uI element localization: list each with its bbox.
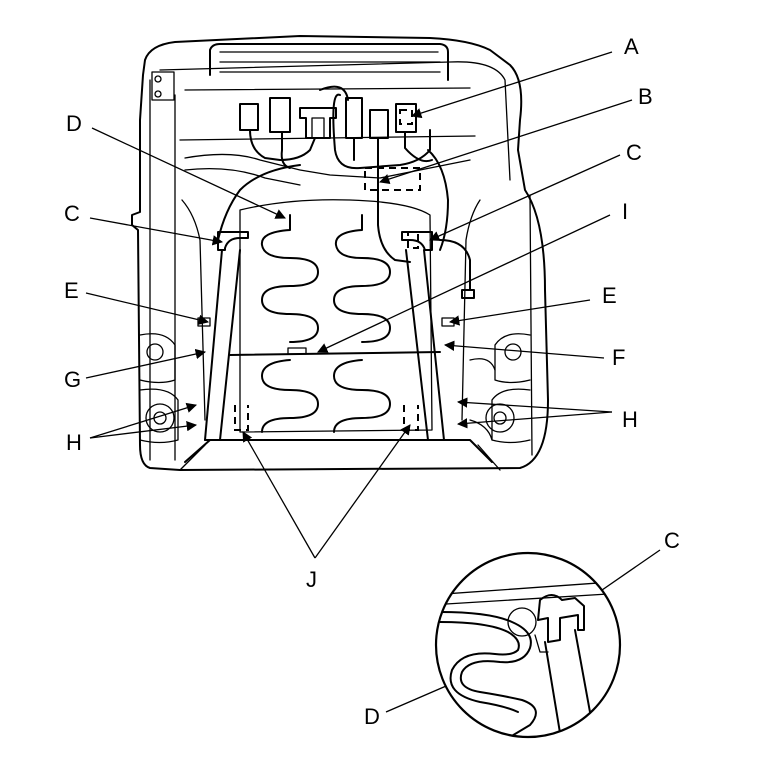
callout-h-left: H (66, 430, 82, 455)
callout-h-right: H (622, 407, 638, 432)
callout-c-top-right: C (626, 140, 642, 165)
seat-frame (131, 35, 549, 471)
spring-zigzag-right (333, 214, 391, 433)
callout-d-detail: D (364, 704, 380, 729)
crossbar-mid (229, 351, 441, 356)
callout-b: B (638, 84, 653, 109)
leader-lines (85, 51, 661, 713)
callout-e-right: E (602, 283, 617, 308)
left-strap (197, 231, 249, 441)
callout-c-detail: C (664, 528, 680, 553)
crossbar-clip (287, 347, 307, 355)
callout-a: A (624, 34, 639, 59)
right-strap (401, 231, 455, 441)
callout-labels: A B C D C I E E G F H H J C D (64, 34, 680, 729)
callout-c-left: C (64, 201, 80, 226)
callout-j: J (306, 567, 317, 592)
spring-zigzag-left (260, 214, 319, 433)
spring-outline (239, 199, 433, 433)
callout-d-top-left: D (66, 111, 82, 136)
wire-harness (217, 85, 475, 299)
callout-f: F (612, 345, 625, 370)
callout-i: I (622, 199, 628, 224)
detail-inset (434, 551, 622, 739)
callout-g: G (64, 367, 81, 392)
callout-e-left: E (64, 278, 79, 303)
